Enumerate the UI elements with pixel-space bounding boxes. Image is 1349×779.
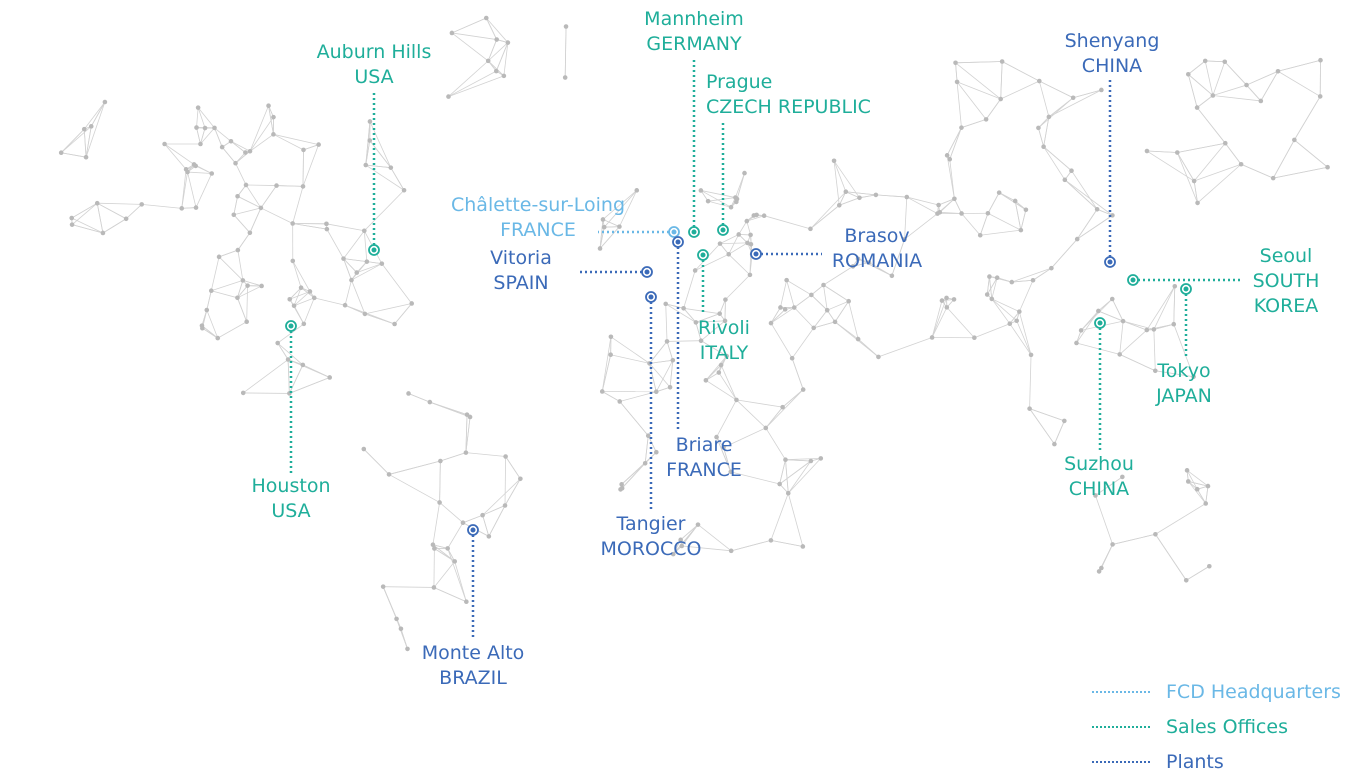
city-name: Rivoli (698, 316, 750, 341)
location-connector (698, 250, 708, 312)
city-name: Auburn Hills (317, 40, 432, 65)
country-name: SPAIN (490, 271, 552, 296)
location-connector (646, 292, 656, 510)
location-connector (1105, 80, 1115, 267)
location-marker-dot (701, 253, 706, 258)
location-label-suzhou: Suzhou CHINA (1064, 452, 1134, 502)
legend-swatch (1092, 761, 1150, 763)
location-label-seoul: Seoul SOUTH KOREA (1241, 244, 1331, 319)
city-name: Houston (252, 474, 331, 499)
location-label-briare: Briare FRANCE (666, 433, 742, 483)
country-name: USA (252, 499, 331, 524)
legend: FCD Headquarters Sales Offices Plants (1092, 674, 1341, 779)
city-name: Tokyo (1156, 359, 1212, 384)
location-marker-dot (1131, 278, 1136, 283)
location-label-brasov: Brasov ROMANIA (832, 224, 922, 274)
city-name: Shenyang (1065, 29, 1160, 54)
location-marker-dot (372, 248, 377, 253)
location-label-monte-alto: Monte Alto BRAZIL (422, 641, 525, 691)
location-marker-dot (721, 228, 726, 233)
location-marker-dot (1108, 260, 1113, 265)
legend-label: Plants (1166, 751, 1224, 773)
location-connector (286, 321, 296, 473)
country-name: CHINA (1064, 477, 1134, 502)
country-name: MOROCCO (601, 537, 702, 562)
country-name: BRAZIL (422, 666, 525, 691)
location-label-vitoria: Vitoria SPAIN (490, 246, 552, 296)
country-name: CZECH REPUBLIC (706, 95, 871, 120)
legend-label: Sales Offices (1166, 716, 1288, 738)
location-marker-dot (692, 230, 697, 235)
location-label-prague: Prague CZECH REPUBLIC (706, 70, 871, 120)
location-connector (751, 249, 822, 259)
location-connector (718, 122, 728, 235)
city-name: Châlette-sur-Loing (451, 193, 625, 218)
location-marker-dot (289, 324, 294, 329)
location-connector (1181, 284, 1191, 356)
location-label-rivoli: Rivoli ITALY (698, 316, 750, 366)
location-label-tokyo: Tokyo JAPAN (1156, 359, 1212, 409)
city-name: Prague (706, 70, 871, 95)
city-name: Mannheim (644, 7, 744, 32)
location-connector (1095, 318, 1105, 450)
city-name: Briare (666, 433, 742, 458)
location-marker-dot (672, 230, 677, 235)
location-label-houston: Houston USA (252, 474, 331, 524)
country-name: CHINA (1065, 54, 1160, 79)
city-name: Vitoria (490, 246, 552, 271)
location-marker-dot (676, 240, 681, 245)
location-label-shenyang: Shenyang CHINA (1065, 29, 1160, 79)
location-connector (689, 60, 699, 237)
location-marker-dot (754, 252, 759, 257)
city-name: Brasov (832, 224, 922, 249)
location-marker-dot (649, 295, 654, 300)
city-name: Seoul (1241, 244, 1331, 269)
country-name: FRANCE (666, 458, 742, 483)
location-label-auburn-hills: Auburn Hills USA (317, 40, 432, 90)
location-label-mannheim: Mannheim GERMANY (644, 7, 744, 57)
legend-item-plants: Plants (1092, 744, 1341, 779)
location-connector (673, 237, 683, 430)
city-name: Suzhou (1064, 452, 1134, 477)
country-name: ITALY (698, 341, 750, 366)
location-label-chalette-sur-loing: Châlette-sur-Loing FRANCE (451, 193, 625, 243)
country-name: FRANCE (451, 218, 625, 243)
location-marker-dot (471, 528, 476, 533)
location-marker-dot (645, 270, 650, 275)
city-name: Monte Alto (422, 641, 525, 666)
location-connector (468, 525, 478, 640)
location-connector (369, 92, 379, 255)
legend-item-sales-offices: Sales Offices (1092, 709, 1341, 744)
country-name: GERMANY (644, 32, 744, 57)
city-name: Tangier (601, 512, 702, 537)
legend-item-headquarters: FCD Headquarters (1092, 674, 1341, 709)
location-marker-dot (1098, 321, 1103, 326)
country-name: ROMANIA (832, 249, 922, 274)
country-name: USA (317, 65, 432, 90)
legend-swatch (1092, 726, 1150, 728)
legend-label: FCD Headquarters (1166, 681, 1341, 703)
country-name: SOUTH KOREA (1241, 269, 1331, 319)
legend-swatch (1092, 691, 1150, 693)
location-label-tangier: Tangier MOROCCO (601, 512, 702, 562)
location-connector (580, 267, 652, 277)
location-marker-dot (1184, 287, 1189, 292)
country-name: JAPAN (1156, 384, 1212, 409)
